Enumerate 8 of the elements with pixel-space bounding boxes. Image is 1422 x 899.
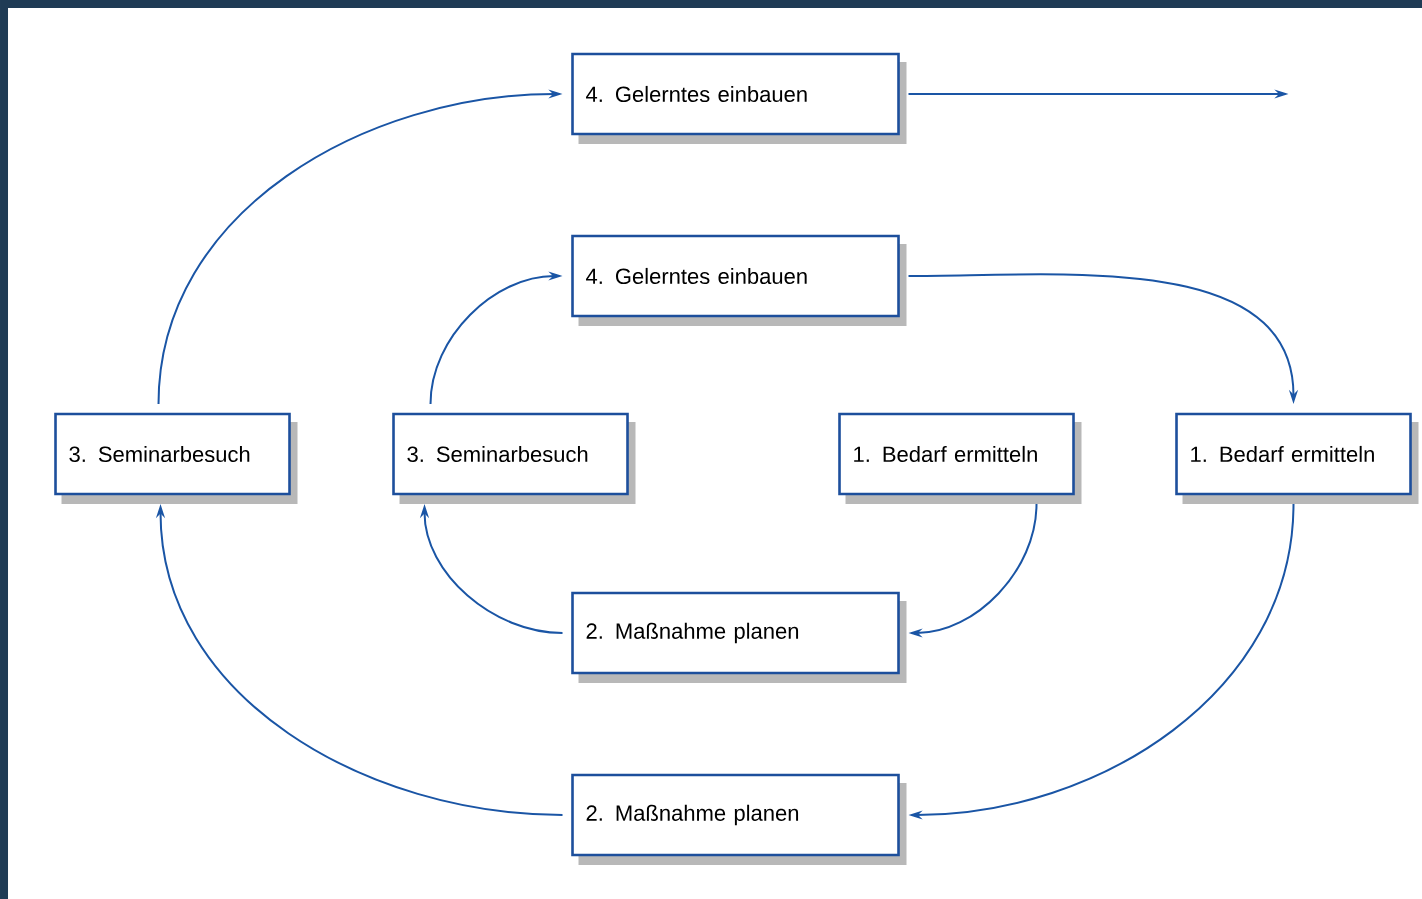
process-box: 3. Seminarbesuch — [392, 412, 636, 504]
process-box: 2. Maßnahme planen — [571, 773, 907, 865]
process-box: 3. Seminarbesuch — [54, 412, 298, 504]
process-box: 4. Gelerntes einbauen — [571, 52, 907, 144]
process-box: 1. Bedarf ermitteln — [838, 412, 1082, 504]
process-box: 2. Maßnahme planen — [571, 591, 907, 683]
process-box: 4. Gelerntes einbauen — [571, 234, 907, 326]
process-box: 1. Bedarf ermitteln — [1175, 412, 1419, 504]
